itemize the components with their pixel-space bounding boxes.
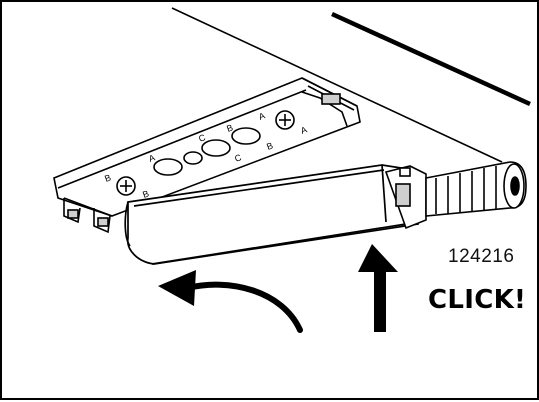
mounting-bracket bbox=[53, 77, 361, 234]
bracket-slot bbox=[201, 139, 231, 157]
ceiling-line-thick bbox=[331, 11, 531, 107]
bracket-letter: A bbox=[147, 152, 156, 163]
bracket-letter: A bbox=[299, 124, 308, 135]
screw-icon bbox=[116, 176, 136, 196]
bracket-slot bbox=[183, 151, 203, 165]
bracket-letter: B bbox=[265, 140, 274, 151]
up-arrow-icon bbox=[358, 244, 398, 332]
bracket-letter: B bbox=[225, 122, 234, 133]
bracket-slot bbox=[231, 127, 261, 145]
screw-icon bbox=[275, 110, 295, 130]
bracket-letter: C bbox=[197, 132, 207, 144]
bracket-slot bbox=[153, 158, 183, 176]
rotate-arrow-icon bbox=[158, 270, 303, 333]
ceiling-line-thin bbox=[171, 7, 503, 163]
bracket-letter: B bbox=[103, 172, 112, 183]
part-number: 124216 bbox=[448, 246, 515, 267]
bracket-letter: B bbox=[141, 188, 150, 199]
knob bbox=[425, 161, 527, 217]
bracket-letter: A bbox=[257, 110, 266, 121]
click-label: CLICK! bbox=[428, 285, 527, 315]
bracket-letter: C bbox=[233, 152, 243, 164]
